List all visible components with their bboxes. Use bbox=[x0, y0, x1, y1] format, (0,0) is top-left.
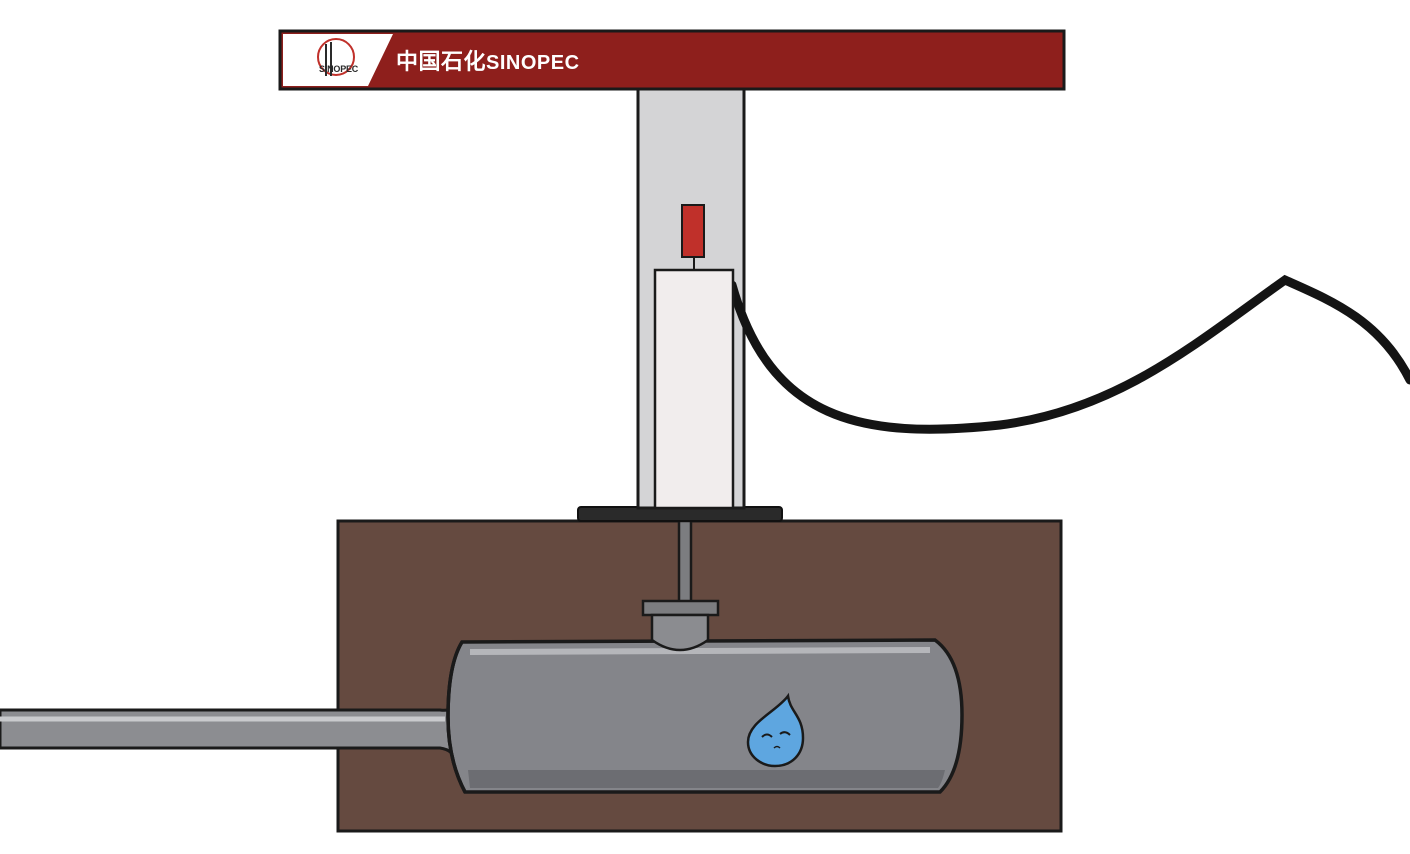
tank-fitting bbox=[641, 519, 720, 652]
pump-indicator bbox=[681, 204, 705, 258]
logo-text: SINOPEC bbox=[319, 64, 359, 74]
sinopec-logo-icon bbox=[317, 38, 355, 76]
underground-tank bbox=[446, 638, 964, 794]
fuel-hose bbox=[727, 274, 1410, 434]
canopy-sign bbox=[278, 29, 1066, 91]
brand-chinese: 中国石化 bbox=[396, 49, 487, 75]
canopy-brand-text: 中国石化SINOPEC bbox=[396, 44, 580, 76]
fuel-pump bbox=[653, 204, 735, 510]
brand-english: SINOPEC bbox=[486, 52, 580, 74]
sad-droplet-icon bbox=[746, 692, 805, 768]
